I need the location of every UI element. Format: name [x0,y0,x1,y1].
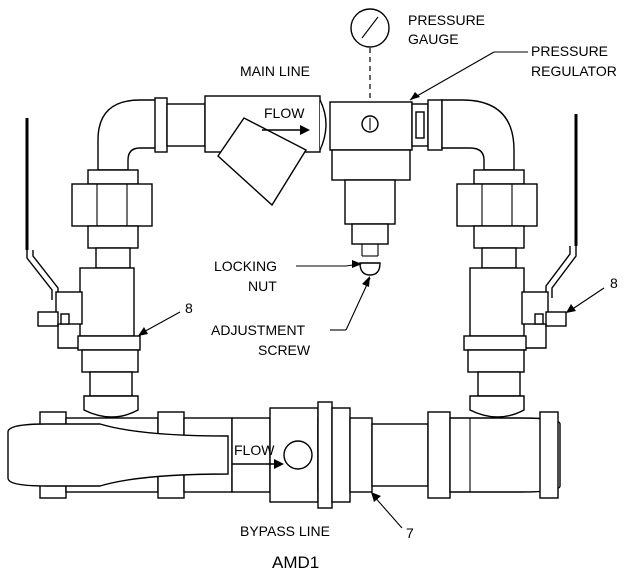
bypass-line-label: BYPASS LINE [240,523,330,539]
right-union [456,169,538,269]
main-line-strainer [204,95,327,207]
locking-nut-label-line1: LOCKING [214,258,277,274]
left-elbow [97,97,206,171]
right-elbow [427,99,515,171]
pressure-gauge-label-line2: GAUGE [408,31,459,47]
flow-arrow-top [262,125,310,135]
pressure-gauge-label-line1: PRESSURE [408,12,485,28]
bypass-line [7,401,561,509]
flow-label-bottom: FLOW [234,442,275,458]
callout-7: 7 [406,525,414,541]
adjustment-screw-label-line2: SCREW [258,342,311,358]
callout-8-right: 8 [610,275,618,291]
pressure-regulator-label-line2: REGULATOR [531,63,617,79]
left-union [71,169,153,269]
adjustment-screw-label-line1: ADJUSTMENT [211,322,306,338]
flow-label-top: FLOW [264,105,305,121]
model-label: AMD1 [272,553,319,572]
right-ball-valve [463,114,578,418]
pressure-regulator [329,101,429,276]
locking-nut-label-line2: NUT [248,278,277,294]
main-line-label: MAIN LINE [240,63,310,79]
leader-lines [138,51,605,529]
callout-8-left: 8 [185,300,193,316]
left-ball-valve [25,118,141,418]
pressure-regulator-label-line1: PRESSURE [531,43,608,59]
flow-arrow-bottom [232,459,284,469]
